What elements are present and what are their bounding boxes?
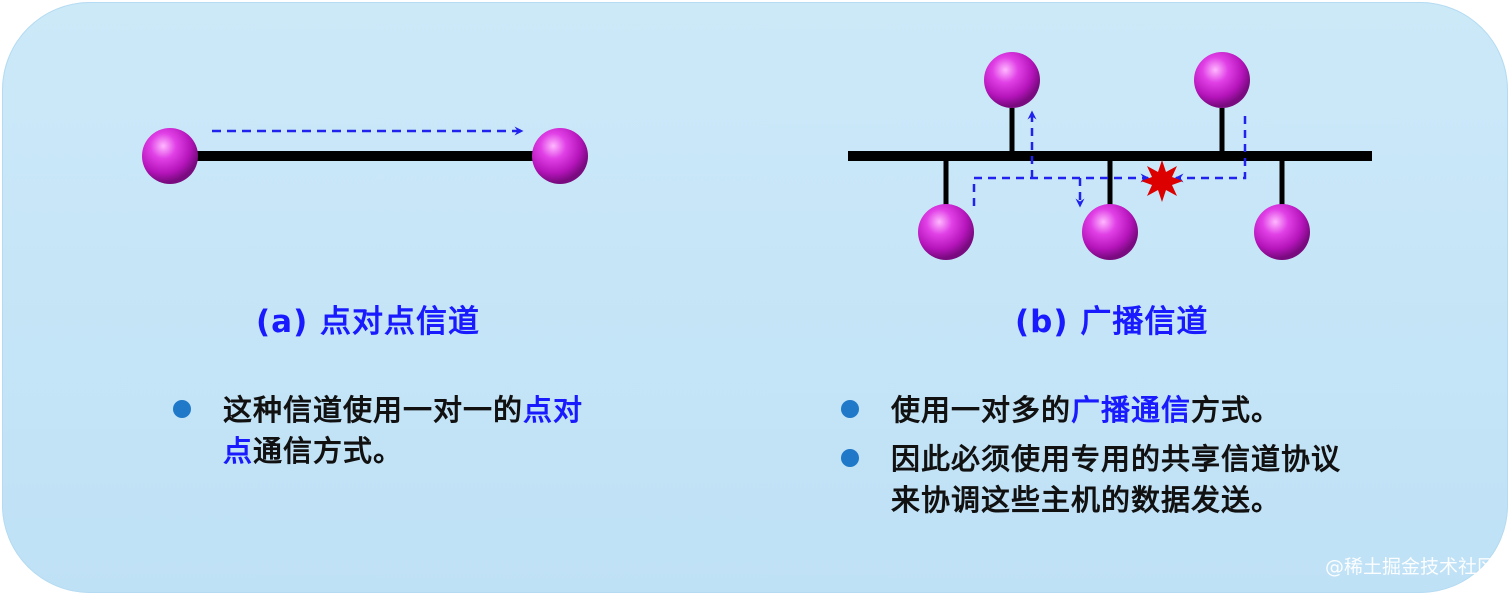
broadcast-node-top-2 [1194,52,1250,108]
bullet-text: 方式。 [1191,393,1282,427]
bullet-text: 使用一对多的 [891,393,1072,427]
broadcast-diagram [848,52,1372,260]
p2p-node-right [532,128,588,184]
bullet-item: 使用一对多的广播通信方式。 [841,390,1341,431]
broadcast-node-top-1 [984,52,1040,108]
bullet-item: 这种信道使用一对一的点对点通信方式。 [173,390,593,472]
bullet-item: 因此必须使用专用的共享信道协议来协调这些主机的数据发送。 [841,439,1341,521]
signal-path-left [972,173,1150,206]
highlight-text: 点对点 [223,393,584,468]
bullet-text: 通信方式。 [253,434,404,468]
bullet-text: 这种信道使用一对一的 [223,393,524,427]
bullet-text: 因此必须使用专用的共享信道协议来协调这些主机的数据发送。 [891,442,1342,517]
broadcast-node-bottom-3 [1254,204,1310,260]
right-bullet-list: 使用一对多的广播通信方式。因此必须使用专用的共享信道协议来协调这些主机的数据发送… [841,390,1341,529]
caption-point-to-point: (a) 点对点信道 [256,304,481,340]
broadcast-node-bottom-2 [1082,204,1138,260]
signal-path-right [1174,116,1247,183]
p2p-node-left [142,128,198,184]
caption-broadcast: (b) 广播信道 [1015,304,1209,340]
collision-icon [1141,160,1183,202]
broadcast-node-bottom-1 [918,204,974,260]
point-to-point-diagram [142,126,588,184]
highlight-text: 广播通信 [1071,393,1192,427]
left-bullet-list: 这种信道使用一对一的点对点通信方式。 [173,390,593,480]
watermark: @稀土掘金技术社区 [1324,556,1496,578]
